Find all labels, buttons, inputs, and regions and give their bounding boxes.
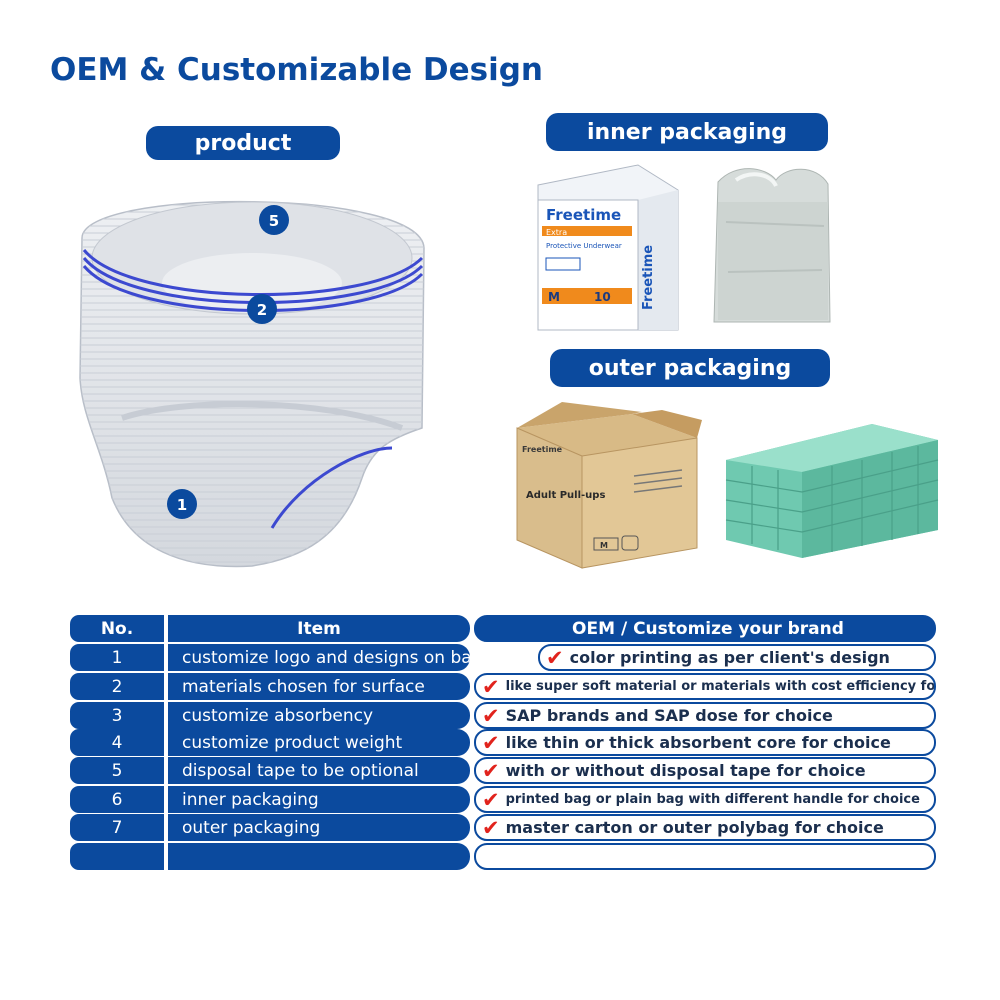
row-oem-text: with or without disposal tape for choice: [505, 761, 866, 780]
header-oem: OEM / Customize your brand: [474, 615, 936, 642]
row-oem-text: master carton or outer polybag for choic…: [505, 818, 884, 837]
outer-packaging-label: outer packaging: [550, 349, 830, 387]
row-oem-text: like thin or thick absorbent core for ch…: [505, 733, 891, 752]
marker-1: 1: [167, 489, 197, 519]
check-icon: ✔: [482, 758, 500, 783]
row-no-empty: [70, 843, 164, 870]
inner-packaging-label-text: inner packaging: [586, 119, 788, 145]
row-no: 6: [70, 786, 164, 813]
carton-size: M: [600, 541, 608, 550]
page-title: OEM & Customizable Design: [50, 52, 544, 88]
row-item: inner packaging: [168, 786, 470, 813]
check-icon: ✔: [482, 703, 500, 728]
check-icon: ✔: [482, 730, 500, 755]
row-oem-text: like super soft material or materials wi…: [505, 679, 936, 694]
row-oem-text: printed bag or plain bag with different …: [505, 792, 920, 807]
pallet-image: [725, 424, 939, 558]
row-no: 3: [70, 702, 164, 729]
header-item: Item: [168, 615, 470, 642]
bag-sub: Extra: [546, 228, 567, 237]
check-icon: ✔: [482, 674, 500, 699]
row-item: customize product weight: [168, 729, 470, 756]
header-no: No.: [70, 615, 164, 642]
row-no: 4: [70, 729, 164, 756]
product-label-text: product: [194, 130, 292, 156]
carton-brand: Freetime: [522, 445, 563, 454]
row-oem: ✔ like super soft material or materials …: [474, 673, 936, 700]
row-oem: ✔ printed bag or plain bag with differen…: [474, 786, 936, 813]
bag-brand: Freetime: [546, 206, 621, 224]
inner-packaging-label: inner packaging: [546, 113, 828, 151]
marker-2: 2: [247, 294, 277, 324]
svg-text:1: 1: [177, 496, 187, 514]
plain-bag-image: [713, 168, 831, 323]
bag-count: 10: [594, 290, 611, 304]
row-item: outer packaging: [168, 814, 470, 841]
svg-text:5: 5: [269, 212, 279, 230]
product-image: 5 2 1: [79, 200, 425, 568]
check-icon: ✔: [482, 787, 500, 812]
row-item: customize absorbency: [168, 702, 470, 729]
bag-size: M: [548, 290, 560, 304]
check-icon: ✔: [482, 815, 500, 840]
master-carton-image: Freetime Adult Pull-ups M: [516, 402, 702, 569]
row-oem: ✔ master carton or outer polybag for cho…: [474, 814, 936, 841]
row-item: disposal tape to be optional: [168, 757, 470, 784]
row-no: 1: [70, 644, 164, 671]
row-oem-empty: [474, 843, 936, 870]
outer-packaging-label-text: outer packaging: [588, 355, 792, 381]
row-oem-text: color printing as per client's design: [569, 648, 890, 667]
check-icon: ✔: [546, 645, 564, 670]
product-label: product: [146, 126, 340, 160]
row-oem: ✔ SAP brands and SAP dose for choice: [474, 702, 936, 729]
row-oem: ✔ color printing as per client's design: [538, 644, 936, 671]
bag-desc: Protective Underwear: [546, 242, 622, 250]
row-no: 7: [70, 814, 164, 841]
row-item-empty: [168, 843, 470, 870]
row-oem-text: SAP brands and SAP dose for choice: [505, 706, 833, 725]
row-item: customize logo and designs on backin: [168, 644, 470, 671]
row-oem: ✔ like thin or thick absorbent core for …: [474, 729, 936, 756]
svg-text:2: 2: [257, 301, 267, 319]
row-item: materials chosen for surface: [168, 673, 470, 700]
row-no: 5: [70, 757, 164, 784]
row-no: 2: [70, 673, 164, 700]
row-oem: ✔ with or without disposal tape for choi…: [474, 757, 936, 784]
carton-name: Adult Pull-ups: [526, 490, 605, 501]
printed-bag-image: Freetime Extra Protective Underwear M 10…: [537, 164, 679, 331]
bag-side-brand: Freetime: [641, 245, 656, 310]
marker-5: 5: [259, 205, 289, 235]
